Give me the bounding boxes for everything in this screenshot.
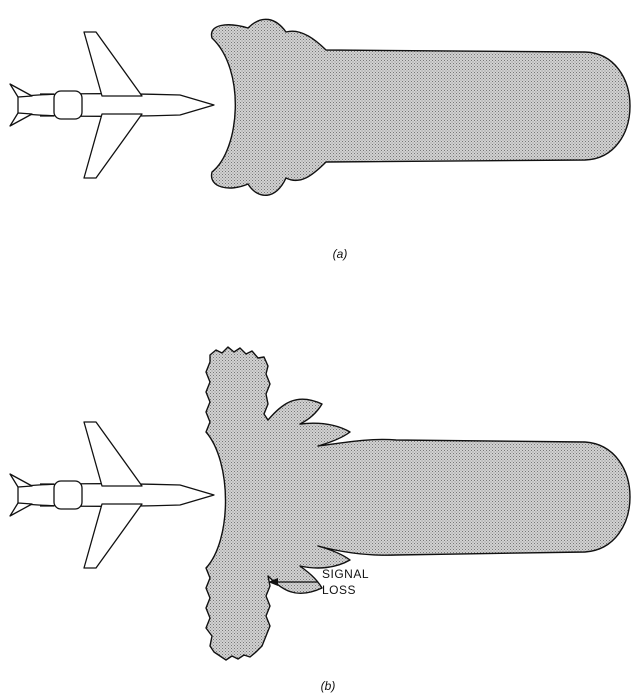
panel-a: (a) (10, 19, 630, 261)
signal-loss-label-line2: LOSS (322, 583, 356, 597)
radiation-pattern-b (206, 347, 630, 660)
aircraft-icon (10, 422, 214, 568)
caption-b: (b) (321, 679, 336, 693)
signal-loss-label-line1: SIGNAL (322, 567, 369, 581)
panel-b: SIGNAL LOSS (b) (10, 347, 630, 693)
radiation-pattern-a (211, 19, 630, 195)
caption-a: (a) (333, 247, 348, 261)
aircraft-icon (10, 32, 214, 178)
